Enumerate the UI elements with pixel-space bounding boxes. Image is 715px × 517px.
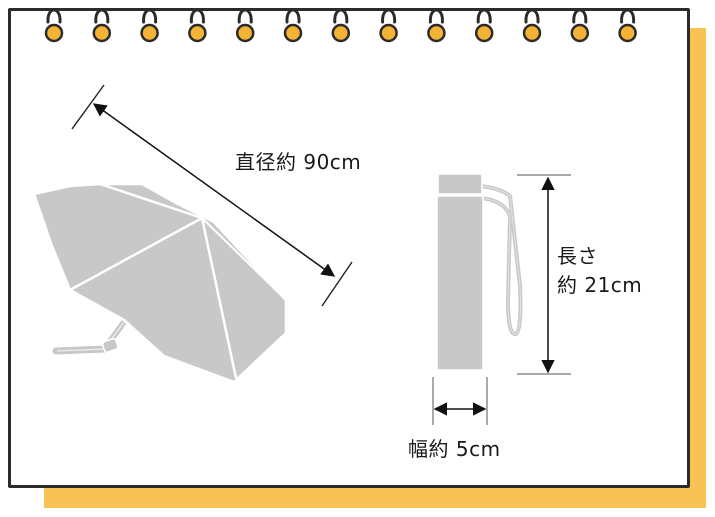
binding-ring-7 bbox=[331, 8, 351, 43]
binding-ring-9 bbox=[427, 8, 446, 43]
diameter-dimension bbox=[71, 84, 353, 307]
binding-ring-5 bbox=[235, 8, 255, 43]
binding-ring-8 bbox=[379, 8, 398, 43]
length-value-label: 約 21cm bbox=[557, 273, 643, 297]
binding-ring-13 bbox=[618, 8, 637, 43]
binding-ring-4 bbox=[188, 8, 207, 43]
binding-ring-6 bbox=[283, 8, 303, 43]
binding-ring-12 bbox=[570, 8, 590, 43]
binding-ring-11 bbox=[522, 8, 542, 43]
width-dimension bbox=[432, 377, 488, 425]
binding-ring-10 bbox=[474, 8, 494, 43]
binding-ring-3 bbox=[140, 8, 159, 43]
diameter-label: 直径約 90cm bbox=[235, 150, 362, 174]
length-label: 長さ bbox=[557, 244, 598, 268]
spiral-binding bbox=[44, 8, 637, 43]
length-dimension bbox=[517, 174, 571, 375]
folded-umbrella-icon bbox=[436, 173, 523, 371]
binding-ring-2 bbox=[92, 8, 112, 43]
binding-ring-1 bbox=[44, 8, 64, 43]
width-label: 幅約 5cm bbox=[408, 437, 501, 461]
